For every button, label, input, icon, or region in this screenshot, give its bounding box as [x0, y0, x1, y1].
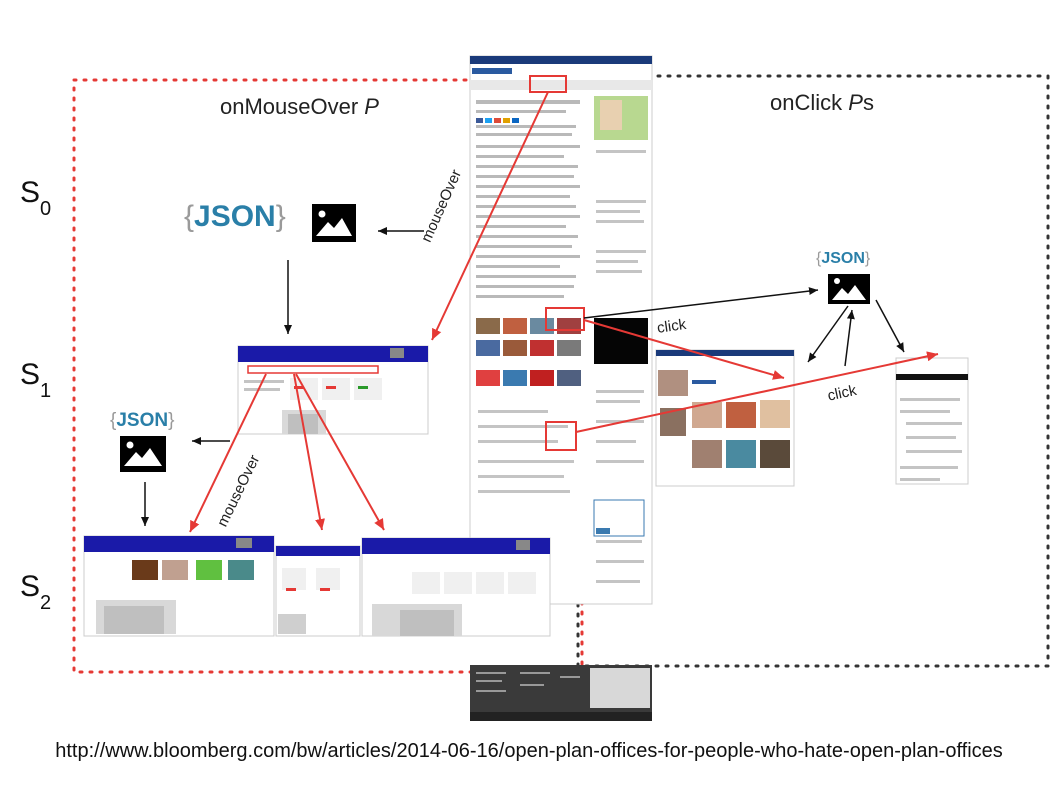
footer-screenshot [470, 665, 652, 721]
central-page-screenshot [469, 55, 653, 605]
onclick-screenshot-1 [655, 349, 795, 487]
state-label-s2: S2 [20, 570, 52, 614]
json-badge-s1: {JSON} [110, 410, 175, 431]
image-icon [120, 436, 166, 472]
json-badge-s0: {JSON} [184, 200, 286, 233]
onclick-region-label: onClick Ps [770, 90, 874, 115]
state-label-s1: S1 [20, 358, 52, 402]
image-icon [312, 204, 356, 242]
image-icon [828, 274, 870, 304]
s1-bloomberg-screenshot [237, 345, 429, 435]
onclick-screenshot-2 [895, 357, 969, 485]
s2-screenshot-1 [83, 535, 275, 637]
page-url-caption: http://www.bloomberg.com/bw/articles/201… [55, 740, 1003, 762]
s2-screenshot-2 [275, 545, 361, 637]
s2-screenshot-3 [361, 537, 551, 637]
onmouseover-region-label: onMouseOver P [220, 94, 379, 119]
json-badge-onclick: {JSON} [816, 250, 871, 267]
state-label-s0: S0 [20, 176, 52, 220]
